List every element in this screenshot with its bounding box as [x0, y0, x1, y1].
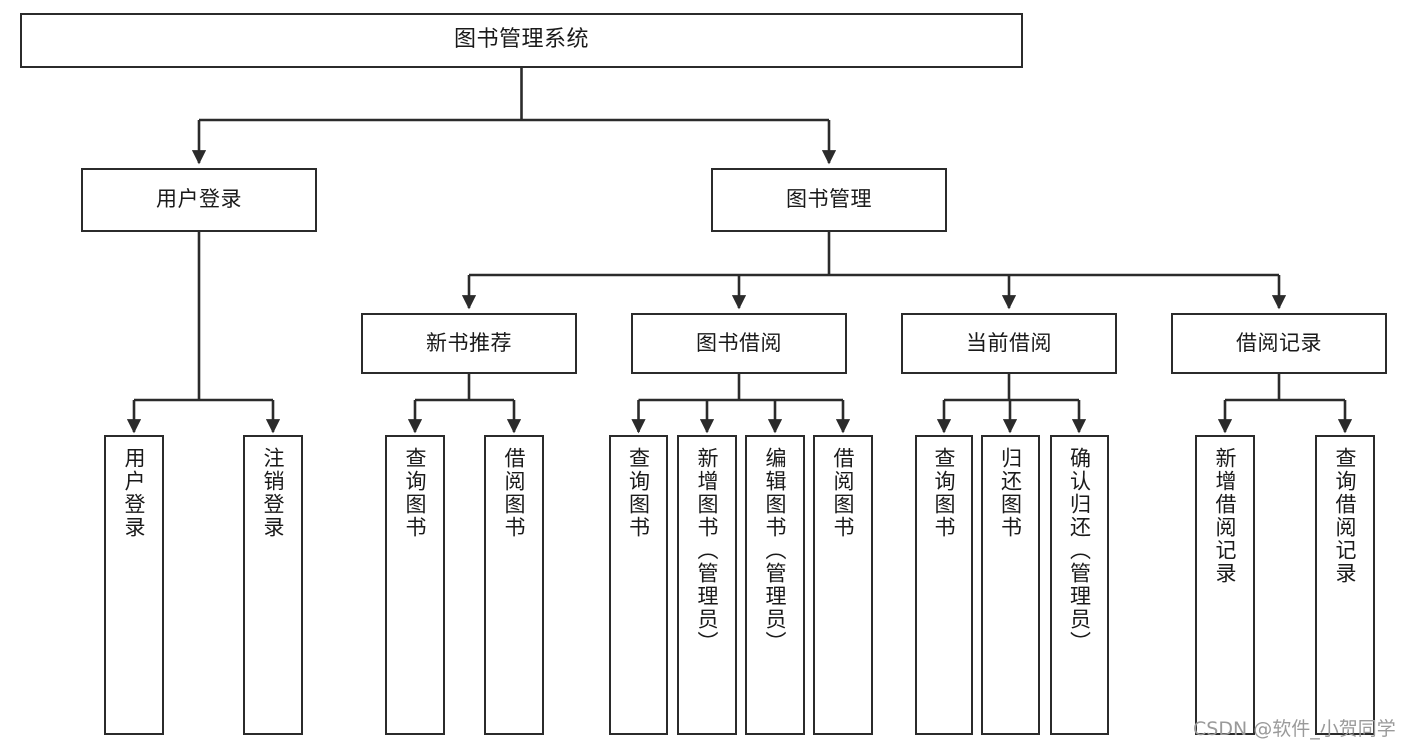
node-book-borrow[interactable]: 图书借阅 — [631, 313, 847, 374]
node-book-management[interactable]: 图书管理 — [711, 168, 947, 232]
node-label: 新增图书（管理员） — [695, 447, 720, 654]
node-leaf-return-book[interactable]: 归还图书 — [981, 435, 1040, 735]
node-label: 注销登录 — [261, 447, 286, 539]
node-leaf-user-login[interactable]: 用户登录 — [104, 435, 164, 735]
node-leaf-query-record[interactable]: 查询借阅记录 — [1315, 435, 1375, 735]
node-leaf-borrow-book-1[interactable]: 借阅图书 — [484, 435, 544, 735]
node-label: 借阅记录 — [1236, 330, 1322, 355]
node-leaf-query-book-1[interactable]: 查询图书 — [385, 435, 445, 735]
node-current-borrow[interactable]: 当前借阅 — [901, 313, 1117, 374]
node-leaf-confirm-return[interactable]: 确认归还（管理员） — [1050, 435, 1109, 735]
node-label: 图书管理系统 — [453, 27, 589, 53]
node-new-book-recommend[interactable]: 新书推荐 — [361, 313, 577, 374]
node-label: 借阅图书 — [831, 447, 856, 539]
node-label: 查询图书 — [626, 447, 651, 539]
node-root-system[interactable]: 图书管理系统 — [20, 13, 1023, 68]
node-label: 用户登录 — [122, 447, 147, 539]
node-label: 查询图书 — [932, 447, 957, 539]
node-label: 当前借阅 — [966, 330, 1052, 355]
node-leaf-add-book[interactable]: 新增图书（管理员） — [677, 435, 737, 735]
node-user-login[interactable]: 用户登录 — [81, 168, 317, 232]
node-borrow-record[interactable]: 借阅记录 — [1171, 313, 1387, 374]
node-label: 确认归还（管理员） — [1067, 447, 1092, 654]
node-label: 查询图书 — [403, 447, 428, 539]
node-label: 新书推荐 — [426, 330, 512, 355]
node-label: 借阅图书 — [502, 447, 527, 539]
node-leaf-edit-book[interactable]: 编辑图书（管理员） — [745, 435, 805, 735]
node-leaf-user-logout[interactable]: 注销登录 — [243, 435, 303, 735]
node-label: 归还图书 — [998, 447, 1023, 539]
node-leaf-borrow-book-2[interactable]: 借阅图书 — [813, 435, 873, 735]
node-label: 图书管理 — [786, 187, 872, 212]
csdn-watermark: CSDN @软件_小贺同学 — [1193, 718, 1396, 740]
node-label: 用户登录 — [156, 187, 242, 212]
node-leaf-query-book-3[interactable]: 查询图书 — [915, 435, 973, 735]
node-label: 查询借阅记录 — [1333, 447, 1358, 585]
node-label: 图书借阅 — [696, 330, 782, 355]
node-label: 编辑图书（管理员） — [763, 447, 788, 654]
node-leaf-query-book-2[interactable]: 查询图书 — [609, 435, 668, 735]
node-leaf-add-record[interactable]: 新增借阅记录 — [1195, 435, 1255, 735]
node-label: 新增借阅记录 — [1213, 447, 1238, 585]
